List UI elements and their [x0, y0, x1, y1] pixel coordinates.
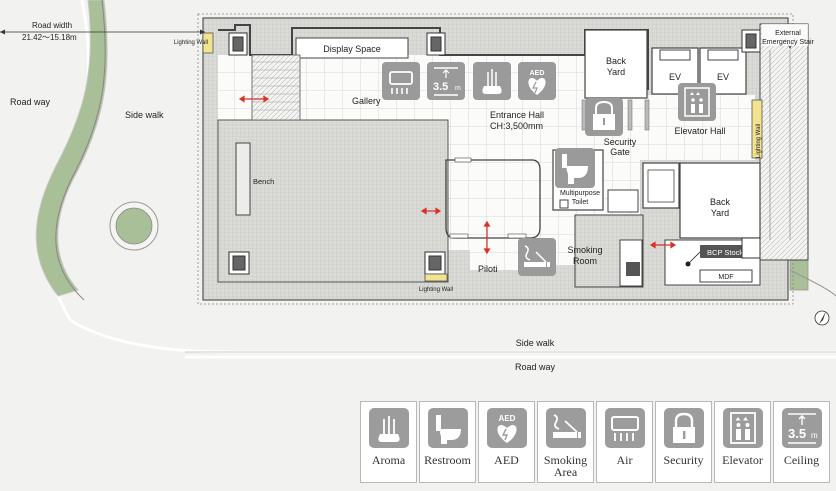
map-label: Emergency Stair [762, 39, 814, 46]
map-label: Bench [253, 177, 274, 186]
floor-plan: Display Space Back Yard EV EV External E… [0, 0, 836, 372]
external-stair [759, 23, 809, 261]
map-label: Gallery [352, 96, 381, 106]
ceiling-icon: 3.5 m [781, 408, 822, 448]
lighting-wall-right [751, 99, 763, 159]
mdf-room [699, 269, 753, 283]
map-label: Lighting Wall [174, 40, 208, 46]
map-label: Entrance Hall [490, 110, 544, 120]
map-label: Lighting Wall [419, 287, 453, 293]
legend-aed: AED AED [478, 401, 535, 483]
svg-text:m: m [811, 431, 818, 440]
map-label: CH:3,500mm [490, 121, 543, 131]
map-elevator-icon [678, 83, 716, 121]
map-smoking-icon [518, 238, 556, 276]
smoking-icon [545, 408, 586, 448]
back-yard-top [584, 29, 648, 99]
map-label: Road width [32, 21, 72, 30]
map-label: EV [717, 72, 729, 82]
map-label: Yard [607, 67, 625, 77]
map-label: MDF [718, 274, 733, 281]
svg-text:AED: AED [498, 414, 515, 423]
map-aed-icon: AED [518, 62, 556, 100]
map-ceiling-icon: 3.5 m [427, 62, 465, 100]
piloti-floor [217, 119, 449, 283]
entrance-arrows [238, 95, 677, 255]
display-space-label: Display Space [323, 44, 381, 54]
map-label: Room [573, 256, 597, 266]
map-label: AED [530, 70, 545, 77]
map-label: Toilet [572, 199, 588, 206]
map-label: Side walk [516, 338, 555, 348]
map-label: Side walk [125, 110, 164, 120]
map-label: Gate [610, 147, 630, 157]
road-width-dimension [0, 29, 205, 35]
map-label: Security [604, 137, 637, 147]
columns [228, 29, 761, 275]
map-label: BCP Stocks [707, 248, 747, 257]
lighting-wall-bottom [424, 273, 448, 282]
interior-stairs [251, 54, 301, 121]
map-label: Smoking [567, 245, 602, 255]
map-label: EV [669, 72, 681, 82]
map-label: Back [606, 56, 627, 66]
map-security-icon [585, 98, 623, 136]
legend-air: Air [596, 401, 653, 483]
aed-icon: AED [486, 408, 527, 448]
back-yard-right [679, 162, 761, 239]
security-icon [663, 408, 704, 448]
map-air-icon [382, 62, 420, 100]
map-label: Road way [515, 362, 556, 372]
map-aroma-icon [473, 62, 511, 100]
map-label: 3.5 [433, 81, 448, 93]
map-label: m [455, 85, 461, 92]
map-label: External [775, 30, 801, 37]
legend-aroma: Aroma [360, 401, 417, 483]
restroom-icon [427, 408, 468, 448]
legend-restroom: Restroom [419, 401, 476, 483]
glass-curtain-wall [445, 159, 541, 239]
map-label: Multipurpose [560, 190, 600, 197]
legend-security: Security [655, 401, 712, 483]
north-compass-icon [814, 310, 830, 326]
aroma-icon [368, 408, 409, 448]
map-label: Road way [10, 97, 51, 107]
map-label: Piloti [478, 264, 498, 274]
map-label: Back [710, 197, 731, 207]
map-restroom-icon [555, 148, 595, 188]
bcp-stocks-label [700, 245, 754, 258]
elevator-hall-label: Elevator Hall [674, 126, 725, 136]
lighting-wall-top [202, 32, 214, 54]
map-label: 21.42～15.18m [22, 33, 77, 42]
map-label: Lighting Wall [756, 124, 762, 158]
map-label: Yard [711, 208, 729, 218]
legend-elevator: Elevator [714, 401, 771, 483]
air-icon [604, 408, 645, 448]
elevator-icon [722, 408, 763, 448]
bench [235, 142, 251, 216]
svg-text:3.5: 3.5 [788, 426, 806, 441]
display-space [295, 37, 409, 59]
left-green-strip [35, 0, 108, 297]
